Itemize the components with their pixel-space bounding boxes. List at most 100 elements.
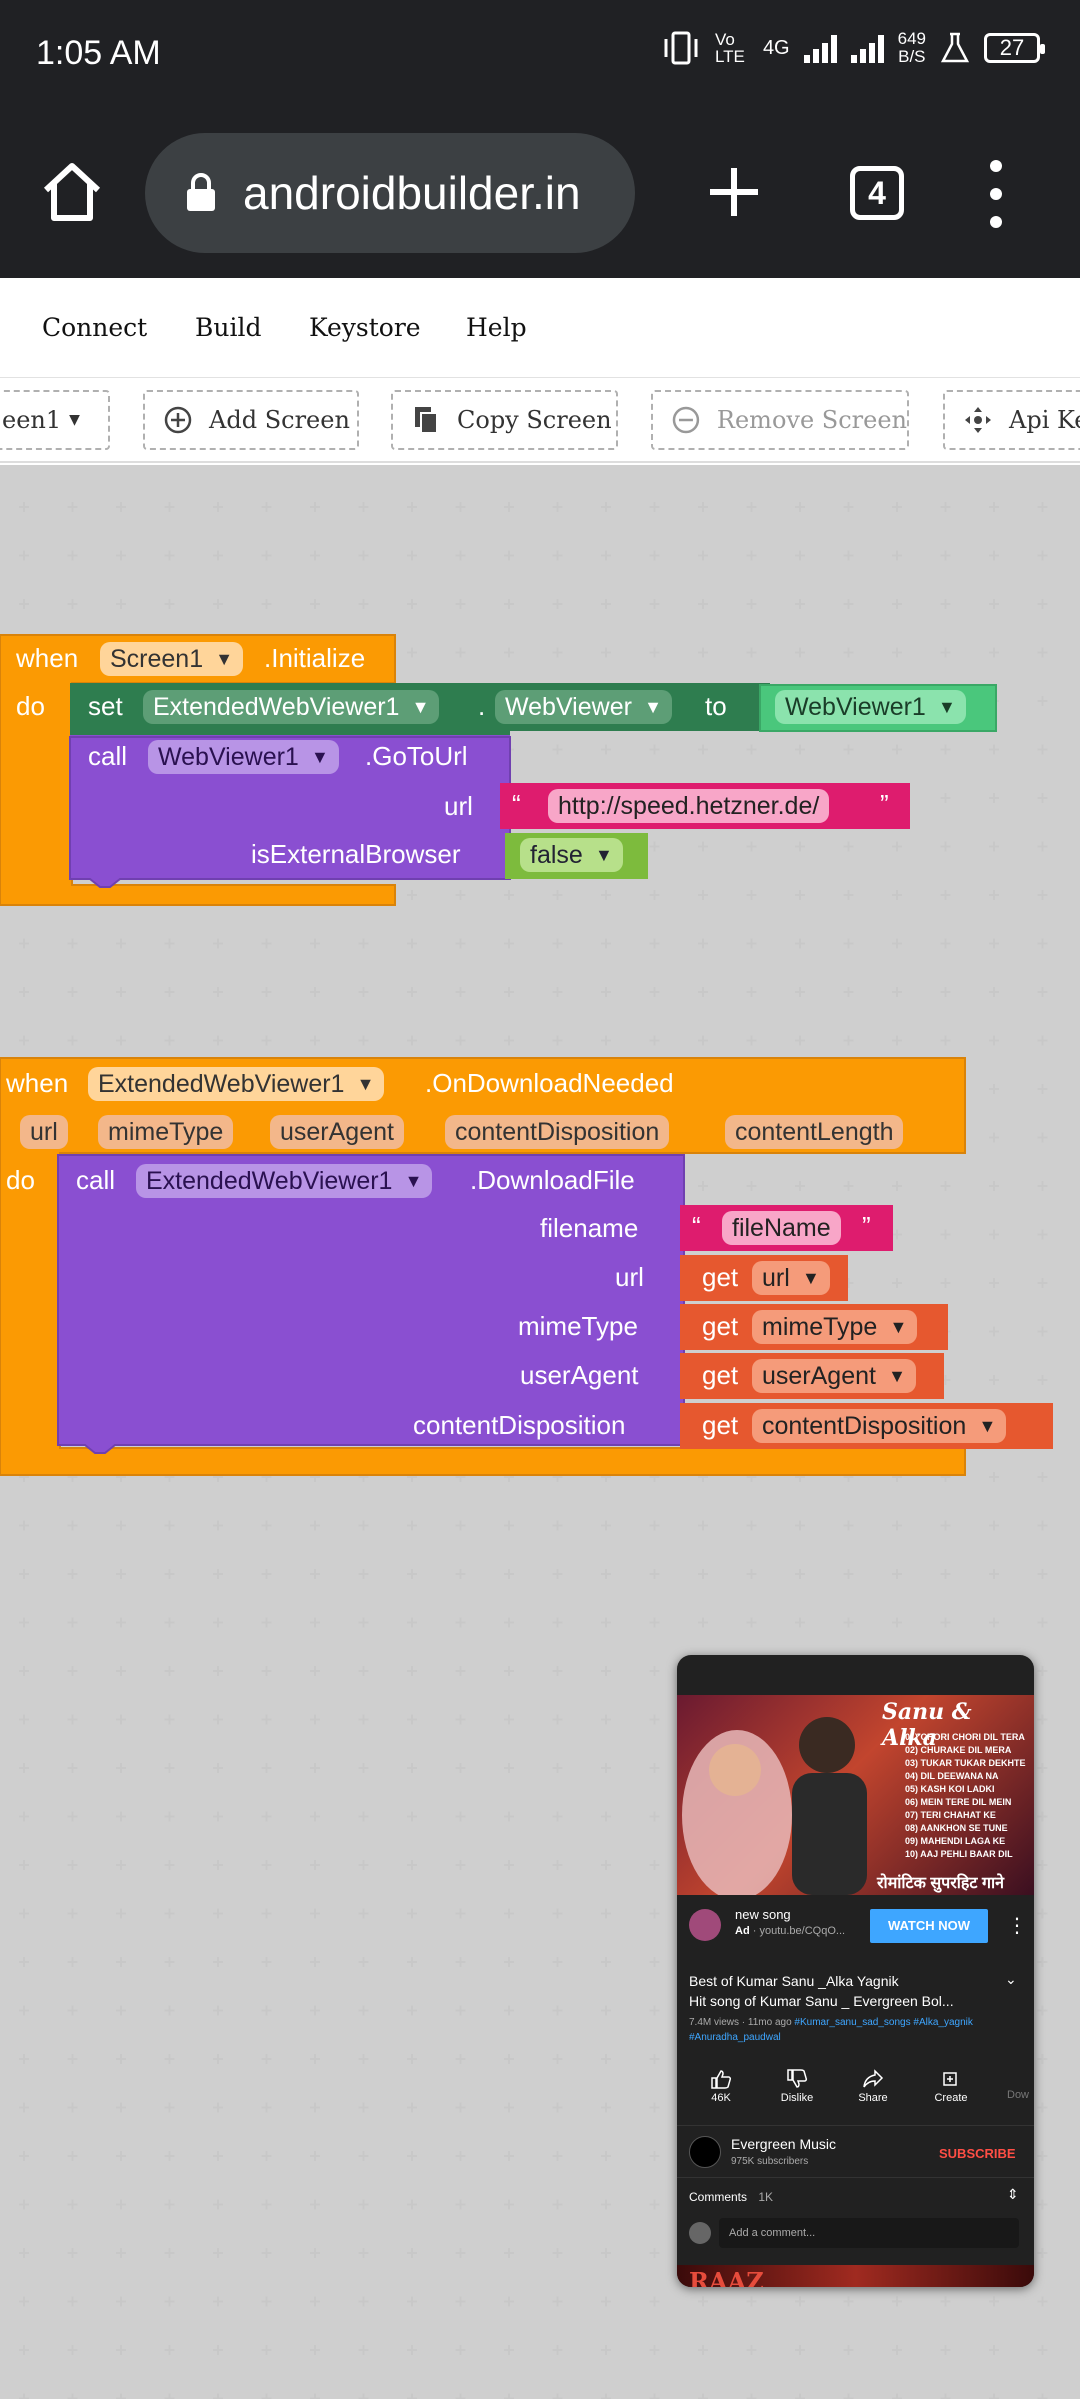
video-tags[interactable]: #Kumar_sanu_sad_songs #Alka_yagnik	[794, 2017, 973, 2028]
blocks-workspace[interactable]: when Screen1 .Initialize do set Extended…	[0, 465, 1080, 2399]
set-property-dropdown[interactable]: WebViewer	[495, 690, 672, 724]
menu-build[interactable]: Build	[195, 313, 262, 342]
param-url[interactable]: url	[20, 1115, 68, 1149]
webviewer1-component-dropdown[interactable]: WebViewer1	[775, 690, 966, 724]
comments-label: Comments	[689, 2190, 748, 2204]
battery-icon: 27	[984, 33, 1045, 63]
volte-label: Vo LTE	[714, 30, 745, 66]
param-useragent[interactable]: userAgent	[270, 1115, 404, 1149]
thumb-song-3: 03) TUKAR TUKAR DEKHTE	[905, 1758, 1026, 1768]
singers-illustration	[682, 1717, 867, 1895]
comments-header: Comments 1K	[689, 2190, 773, 2204]
screen-select[interactable]: een1 ▼	[0, 390, 110, 450]
remove-screen-button[interactable]: Remove Screen	[651, 390, 909, 450]
param-mimetype[interactable]: mimeType	[98, 1115, 234, 1149]
watch-now-button[interactable]: WATCH NOW	[870, 1909, 988, 1943]
thumb-song-6: 06) MEIN TERE DIL MEIN	[905, 1797, 1012, 1807]
ad-avatar	[689, 1909, 721, 1941]
copy-icon	[415, 407, 438, 434]
get-mimetype-dropdown[interactable]: mimeType	[752, 1310, 918, 1344]
download-component-dropdown[interactable]: ExtendedWebViewer1	[136, 1164, 433, 1198]
call-component-dropdown[interactable]: WebViewer1	[148, 740, 339, 774]
param-contentlength[interactable]: contentLength	[725, 1115, 904, 1149]
dropdown-arrow-icon: ▼	[69, 412, 80, 428]
speed-value: 649	[897, 29, 926, 48]
thumb-song-2: 02) CHURAKE DIL MERA	[905, 1745, 1012, 1755]
ad-more-icon[interactable]: ⋮	[1007, 1915, 1027, 1937]
get-url-dropdown[interactable]: url	[752, 1261, 830, 1295]
home-icon[interactable]	[40, 160, 104, 224]
video-tag-2[interactable]: #Anuradha_paudwal	[689, 2032, 781, 2043]
url-text-value[interactable]: http://speed.hetzner.de/	[548, 789, 830, 823]
thumb-song-4: 04) DIL DEEWANA NA	[905, 1771, 999, 1781]
arg-url-label: url	[615, 1262, 644, 1292]
screen-select-label: een1	[2, 406, 62, 434]
channel-subscribers: 975K subscribers	[731, 2156, 809, 2167]
menu-connect[interactable]: Connect	[42, 313, 148, 342]
move-icon	[965, 407, 991, 433]
floating-video-player[interactable]: Sanu & Alka 01) CHORI CHORI DIL TERA 02)…	[677, 1655, 1034, 2287]
video-thumbnail[interactable]: Sanu & Alka 01) CHORI CHORI DIL TERA 02)…	[677, 1695, 1034, 1895]
signal-icon-2	[850, 33, 884, 63]
get-label-useragent: get	[702, 1360, 739, 1390]
create-button[interactable]: Create	[929, 2069, 973, 2104]
thumb-footer: रोमांटिक सुपरहिट गाने	[877, 1875, 1004, 1892]
false-dropdown[interactable]: false	[520, 838, 623, 872]
create-label: Create	[934, 2092, 968, 2104]
arg-filename-label: filename	[540, 1213, 639, 1243]
status-bar: 1:05 AM Vo LTE 4G 649 B/S 27	[0, 0, 1080, 108]
add-screen-button[interactable]: Add Screen	[143, 390, 359, 450]
channel-name[interactable]: Evergreen Music	[731, 2136, 837, 2152]
comments-count: 1K	[758, 2190, 774, 2204]
next-video-title: RAAZ	[689, 2267, 764, 2287]
dislike-button[interactable]: Dislike	[777, 2069, 817, 2104]
share-button[interactable]: Share	[853, 2069, 893, 2104]
get-contentdisposition-dropdown[interactable]: contentDisposition	[752, 1409, 1007, 1443]
set-component-dropdown[interactable]: ExtendedWebViewer1	[143, 690, 440, 724]
subscribe-button[interactable]: SUBSCRIBE	[939, 2146, 1016, 2161]
get-useragent-dropdown[interactable]: userAgent	[752, 1359, 916, 1393]
arg-contentdisposition-label: contentDisposition	[413, 1410, 626, 1440]
menu-help[interactable]: Help	[466, 313, 527, 342]
next-video-thumb[interactable]: RAAZ	[677, 2265, 1034, 2287]
expand-icon[interactable]: ⌄	[1005, 1971, 1017, 1987]
add-comment-input[interactable]: Add a comment...	[719, 2218, 1019, 2248]
screen1-dropdown[interactable]: Screen1	[100, 642, 244, 676]
to-label: to	[705, 691, 727, 721]
speed-unit: B/S	[898, 47, 926, 66]
url-bar[interactable]: androidbuilder.in	[145, 133, 635, 253]
comments-row[interactable]: Comments 1K ⇕ Add a comment...	[677, 2177, 1034, 2259]
extended-webviewer-dropdown[interactable]: ExtendedWebViewer1	[88, 1067, 385, 1101]
ad-row: new song Ad · youtu.be/CQqO... WATCH NOW…	[677, 1903, 1034, 1949]
thumb-song-1: 01) CHORI CHORI DIL TERA	[905, 1732, 1025, 1742]
param-contentdisposition[interactable]: contentDisposition	[445, 1115, 670, 1149]
copy-screen-button[interactable]: Copy Screen	[391, 390, 618, 450]
browser-toolbar: androidbuilder.in 4	[0, 108, 1080, 278]
video-title-line1: Best of Kumar Sanu _Alka Yagnik	[689, 1973, 899, 1989]
filename-text-value[interactable]: fileName	[722, 1211, 841, 1245]
thumb-song-7: 07) TERI CHAHAT KE	[905, 1810, 996, 1820]
thumb-song-10: 10) AAJ PEHLI BAAR DIL	[905, 1849, 1013, 1859]
network-type: 4G	[762, 36, 790, 59]
remove-screen-label: Remove Screen	[716, 406, 907, 434]
is-external-browser-label: isExternalBrowser	[251, 839, 461, 869]
screen-toolbar: een1 ▼ Add Screen Copy Screen Remove Scr…	[0, 378, 1080, 463]
like-count: 46K	[711, 2092, 731, 2104]
new-tab-icon[interactable]	[706, 164, 762, 220]
comments-expand-icon[interactable]: ⇕	[1007, 2186, 1019, 2202]
tab-switcher-button[interactable]: 4	[850, 166, 904, 220]
event-block-shape-2	[0, 1057, 1053, 1476]
do-label-2: do	[6, 1165, 35, 1195]
api-key-button[interactable]: Api Ke	[943, 390, 1080, 450]
channel-avatar[interactable]	[689, 2136, 721, 2168]
ad-label: Ad	[735, 1925, 750, 1937]
menu-keystore[interactable]: Keystore	[309, 313, 421, 342]
download-button[interactable]: Dow	[1007, 2089, 1030, 2101]
overflow-menu-icon[interactable]	[984, 160, 1008, 228]
set-label: set	[88, 691, 123, 721]
like-button[interactable]: 46K	[701, 2069, 741, 2104]
share-icon	[863, 2069, 884, 2088]
remove-circle-icon	[672, 406, 700, 434]
when-label-2: when	[6, 1068, 69, 1098]
thumbs-up-icon	[711, 2070, 732, 2089]
